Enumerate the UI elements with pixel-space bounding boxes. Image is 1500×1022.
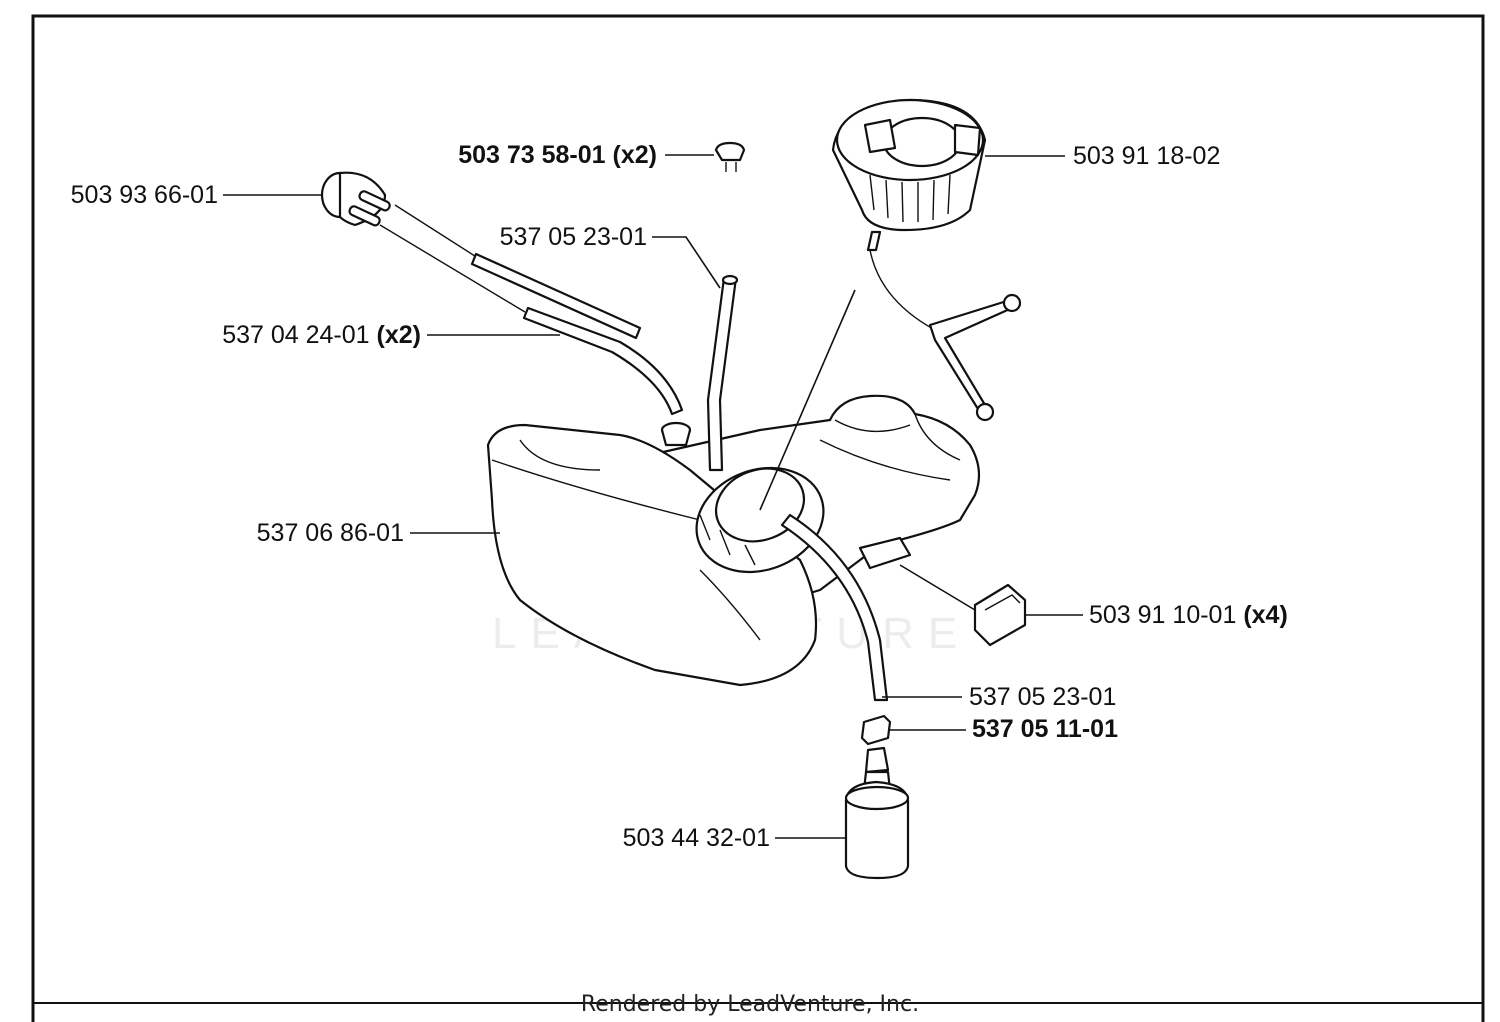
fuel-hose-pair-part bbox=[379, 204, 684, 416]
part-label-537-04-24-01: 537 04 24-01 (x2) bbox=[222, 321, 421, 349]
hose-clip-part bbox=[860, 714, 892, 746]
grommet-tank-part bbox=[660, 421, 692, 447]
primer-bulb-part bbox=[320, 171, 391, 227]
part-label-503-44-32-01: 503 44 32-01 bbox=[623, 824, 770, 852]
part-label-503-91-10-01: 503 91 10-01 (x4) bbox=[1089, 601, 1288, 629]
rubber-buffer-part bbox=[973, 583, 1027, 647]
grommet-top-part bbox=[714, 141, 746, 172]
part-label-537-05-11-01: 537 05 11-01 bbox=[972, 715, 1118, 743]
suction-hose-part bbox=[780, 513, 889, 702]
part-label-503-91-18-02: 503 91 18-02 bbox=[1073, 142, 1220, 170]
part-label-537-05-23-01-bottom: 537 05 23-01 bbox=[969, 683, 1116, 711]
part-label-503-73-58-01: 503 73 58-01 (x2) bbox=[458, 141, 657, 169]
fuel-filter-part bbox=[844, 746, 910, 880]
leader-lines bbox=[223, 154, 1083, 839]
fuel-tank-part bbox=[486, 394, 981, 687]
diagram-frame bbox=[31, 14, 1485, 1022]
part-label-537-06-86-01: 537 06 86-01 bbox=[257, 519, 404, 547]
footer-credit: Rendered by LeadVenture, Inc. bbox=[581, 992, 919, 1017]
part-label-537-05-23-01-top: 537 05 23-01 bbox=[500, 223, 647, 251]
fuel-cap-part bbox=[831, 98, 1022, 422]
part-label-503-93-66-01: 503 93 66-01 bbox=[71, 181, 218, 209]
return-hose-part bbox=[706, 274, 739, 472]
